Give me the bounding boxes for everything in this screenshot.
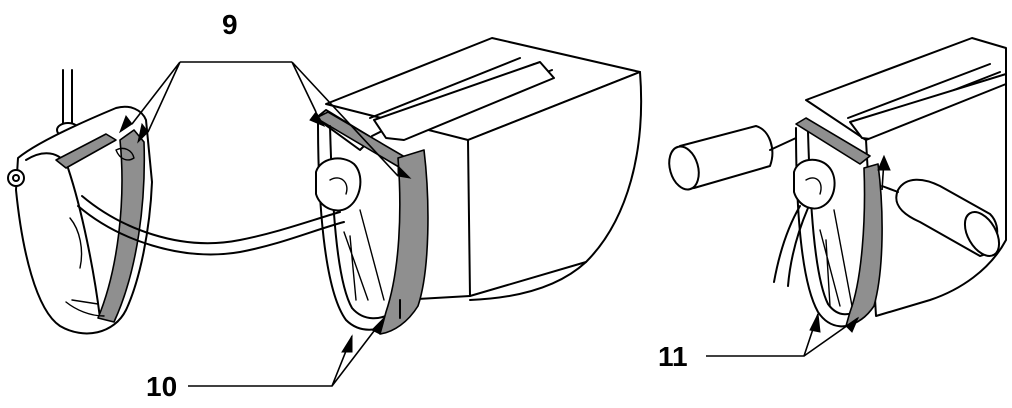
- callout-11-leaders: [706, 313, 859, 357]
- callout-11-arrow-1: [809, 312, 821, 333]
- callout-11-arrow-3: [877, 154, 891, 171]
- middle-gasket-strip: [379, 149, 429, 335]
- middle-plug: [315, 157, 362, 212]
- right-tool-end: [963, 211, 1001, 257]
- callout-11-arrow-2: [845, 316, 860, 333]
- callout-9-arrow-4: [397, 164, 412, 179]
- callout-10-label: 10: [146, 371, 177, 402]
- right-gasket-strip: [845, 163, 883, 327]
- left-rod: [62, 69, 73, 129]
- callout-9-leaders: [131, 61, 399, 177]
- left-gasket-strip: [97, 129, 146, 323]
- left-tool-tip: [769, 137, 797, 151]
- connecting-cable-top: [81, 195, 341, 245]
- callout-9-arrow-1: [118, 114, 133, 134]
- callout-9-arrow-2: [137, 122, 149, 144]
- right-top-gasket: [795, 117, 871, 165]
- right-unit-assembly: [668, 37, 1007, 328]
- callout-11-label: 11: [658, 341, 688, 372]
- right-tool-tip: [881, 185, 899, 193]
- callout-9: 9: [118, 9, 412, 179]
- connecting-cable-bottom: [77, 205, 345, 256]
- callout-10-leaders: [188, 317, 385, 387]
- left-tool-end: [668, 145, 700, 191]
- left-tip: [115, 147, 135, 161]
- left-inner-detail: [65, 217, 105, 317]
- middle-box-front: [467, 71, 643, 297]
- callout-10: 10: [146, 316, 385, 402]
- middle-struts: [343, 209, 385, 301]
- middle-rail-block: [373, 61, 555, 141]
- middle-plug-inner: [329, 177, 348, 195]
- right-plug-inner: [805, 177, 822, 195]
- right-plug: [793, 158, 836, 210]
- callout-9-label: 9: [222, 9, 238, 40]
- left-top-gasket: [55, 133, 117, 169]
- left-side-button-center: [12, 174, 20, 182]
- callout-10-arrow-1: [341, 334, 353, 353]
- callout-11: 11: [658, 154, 891, 372]
- left-clip-assembly: [7, 69, 153, 335]
- middle-unit-assembly: [315, 37, 643, 335]
- right-struts: [819, 209, 853, 307]
- callout-9-arrow-3: [309, 111, 326, 128]
- left-clip-rim: [25, 152, 101, 319]
- right-wires: [773, 205, 809, 287]
- callout-10-arrow-2: [371, 316, 385, 335]
